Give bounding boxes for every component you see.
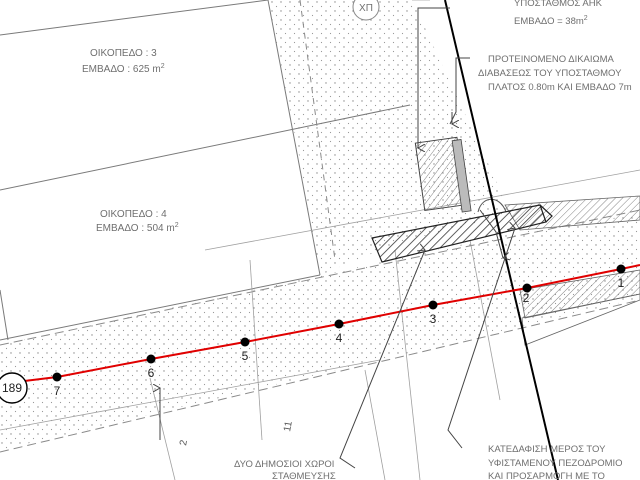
right-of-way-edge — [539, 204, 553, 223]
substation-building — [414, 136, 507, 213]
station-1-label: 1 — [618, 276, 625, 290]
xp-marker: ΧΠ — [352, 0, 380, 21]
property-boundary-line — [444, 0, 559, 480]
reference-marker-label: 189 — [2, 381, 22, 395]
right-of-way-line-2: ΔΙΑΒΑΣΕΩΣ ΤΟΥ ΥΠΟΣΤΑΘΜΟΥ — [478, 68, 622, 79]
station-1-point — [616, 264, 626, 274]
leader-lines — [160, 7, 515, 469]
demolition-note-line-2: ΥΦΙΣΤΑΜΕΝΟΥ ΠΕΖΟΔΡΟΜΙΟ — [488, 458, 623, 469]
plot-4-label: ΟΙΚΟΠΕΔΟ : 4 ΕΜΒΑΔΟ : 504 m2 — [96, 209, 179, 234]
right-of-way-line-3: ΠΛΑΤΟΣ 0.80m ΚΑΙ ΕΜΒΑΔΟ 7m — [488, 82, 632, 93]
demolition-note-line-1: ΚΑΤΕΔΑΦΙΣΗ ΜΕΡΟΣ ΤΟΥ — [488, 444, 606, 455]
plot-3-area-sup: 2 — [161, 63, 165, 70]
demolition-note: ΚΑΤΕΔΑΦΙΣΗ ΜΕΡΟΣ ΤΟΥ ΥΦΙΣΤΑΜΕΝΟΥ ΠΕΖΟΔΡΟ… — [488, 444, 623, 480]
substation-area-sup: 2 — [584, 15, 588, 22]
substation-area: ΕΜΒΑΔΟ = 38m — [514, 16, 584, 27]
station-6-point — [146, 354, 156, 364]
substation-title: ΥΠΟΣΤΑΘΜΟΣ ΑΗΚ — [514, 0, 603, 9]
station-4-point — [334, 319, 344, 329]
station-5-label: 5 — [242, 349, 249, 363]
station-2-point — [522, 283, 532, 293]
plot-3-label: ΟΙΚΟΠΕΔΟ : 3 ΕΜΒΑΔΟ : 625 m2 — [82, 48, 165, 75]
station-4-label: 4 — [336, 331, 343, 345]
parking-note-line-1: ΔΥΟ ΔΗΜΟΣΙΟΙ ΧΩΡΟΙ — [234, 459, 334, 470]
station-7-point — [52, 372, 62, 382]
plot-4-area: ΕΜΒΑΔΟ : 504 m — [96, 223, 175, 234]
station-3-point — [428, 300, 438, 310]
right-of-way-line-1: ΠΡΟΤΕΙΝΟΜΕΝΟ ΔΙΚΑΙΩΜΑ — [488, 54, 615, 65]
station-3-label: 3 — [430, 312, 437, 326]
demolition-note-line-3: ΚΑΙ ΠΡΟΣΑΡΜΟΓΗ ΜΕ ΤΟ — [488, 471, 605, 480]
dimension-label-11: 11 — [282, 420, 295, 433]
plot-3-title: ΟΙΚΟΠΕΔΟ : 3 — [90, 48, 157, 59]
parking-note-line-2: ΣΤΑΘΜΕΥΣΗΣ — [272, 471, 336, 480]
parking-note: ΔΥΟ ΔΗΜΟΣΙΟΙ ΧΩΡΟΙ ΣΤΑΘΜΕΥΣΗΣ — [234, 459, 336, 480]
station-5-point — [240, 337, 250, 347]
plot-boundaries — [0, 0, 411, 341]
reference-marker: 189 — [0, 372, 28, 404]
road-edges — [0, 0, 640, 453]
plot-4-area-sup: 2 — [175, 222, 179, 229]
plot-4-title: ΟΙΚΟΠΕΔΟ : 4 — [100, 209, 167, 220]
xp-label: ΧΠ — [359, 3, 373, 14]
svg-text:ΕΜΒΑΔΟ : 504 m2: ΕΜΒΑΔΟ : 504 m2 — [96, 222, 179, 234]
svg-text:ΕΜΒΑΔΟ = 38m2: ΕΜΒΑΔΟ = 38m2 — [514, 15, 588, 27]
svg-text:ΕΜΒΑΔΟ : 625 m2: ΕΜΒΑΔΟ : 625 m2 — [82, 63, 165, 75]
station-2-label: 2 — [523, 291, 530, 305]
plot-3-area: ΕΜΒΑΔΟ : 625 m — [82, 64, 161, 75]
alignment-stations: 1 2 3 4 5 6 7 — [52, 264, 626, 398]
dimension-label-2: 2 — [178, 439, 190, 447]
station-6-label: 6 — [148, 366, 155, 380]
station-7-label: 7 — [54, 384, 61, 398]
substation-label: ΥΠΟΣΤΑΘΜΟΣ ΑΗΚ ΕΜΒΑΔΟ = 38m2 — [514, 0, 603, 27]
right-of-way-note: ΠΡΟΤΕΙΝΟΜΕΝΟ ΔΙΚΑΙΩΜΑ ΔΙΑΒΑΣΕΩΣ ΤΟΥ ΥΠΟΣ… — [478, 54, 632, 93]
